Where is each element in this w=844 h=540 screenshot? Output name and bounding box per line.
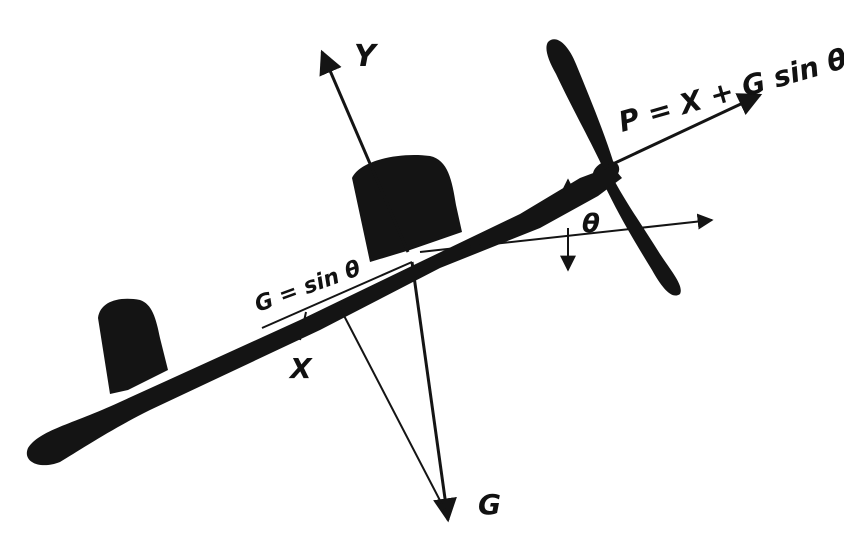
drag-label: X [288,352,313,385]
thrust-vector [599,93,763,172]
weight-decomposition-line [339,307,447,513]
drag-component-line [261,261,413,329]
wing [352,154,462,262]
propeller-blade-lower [604,176,681,296]
lift-vector [319,49,410,253]
angle-label: θ [582,209,600,239]
drag-marker [299,311,307,341]
fuselage [26,166,622,466]
horizontal-reference-line [419,213,714,253]
thrust-label: P = X + G sin θ [615,42,844,139]
tail-fin [98,298,168,394]
weight-vector [410,261,457,523]
lift-label: Y [354,39,379,74]
propeller-blade-upper [546,39,614,170]
weight-label: G [478,488,501,521]
